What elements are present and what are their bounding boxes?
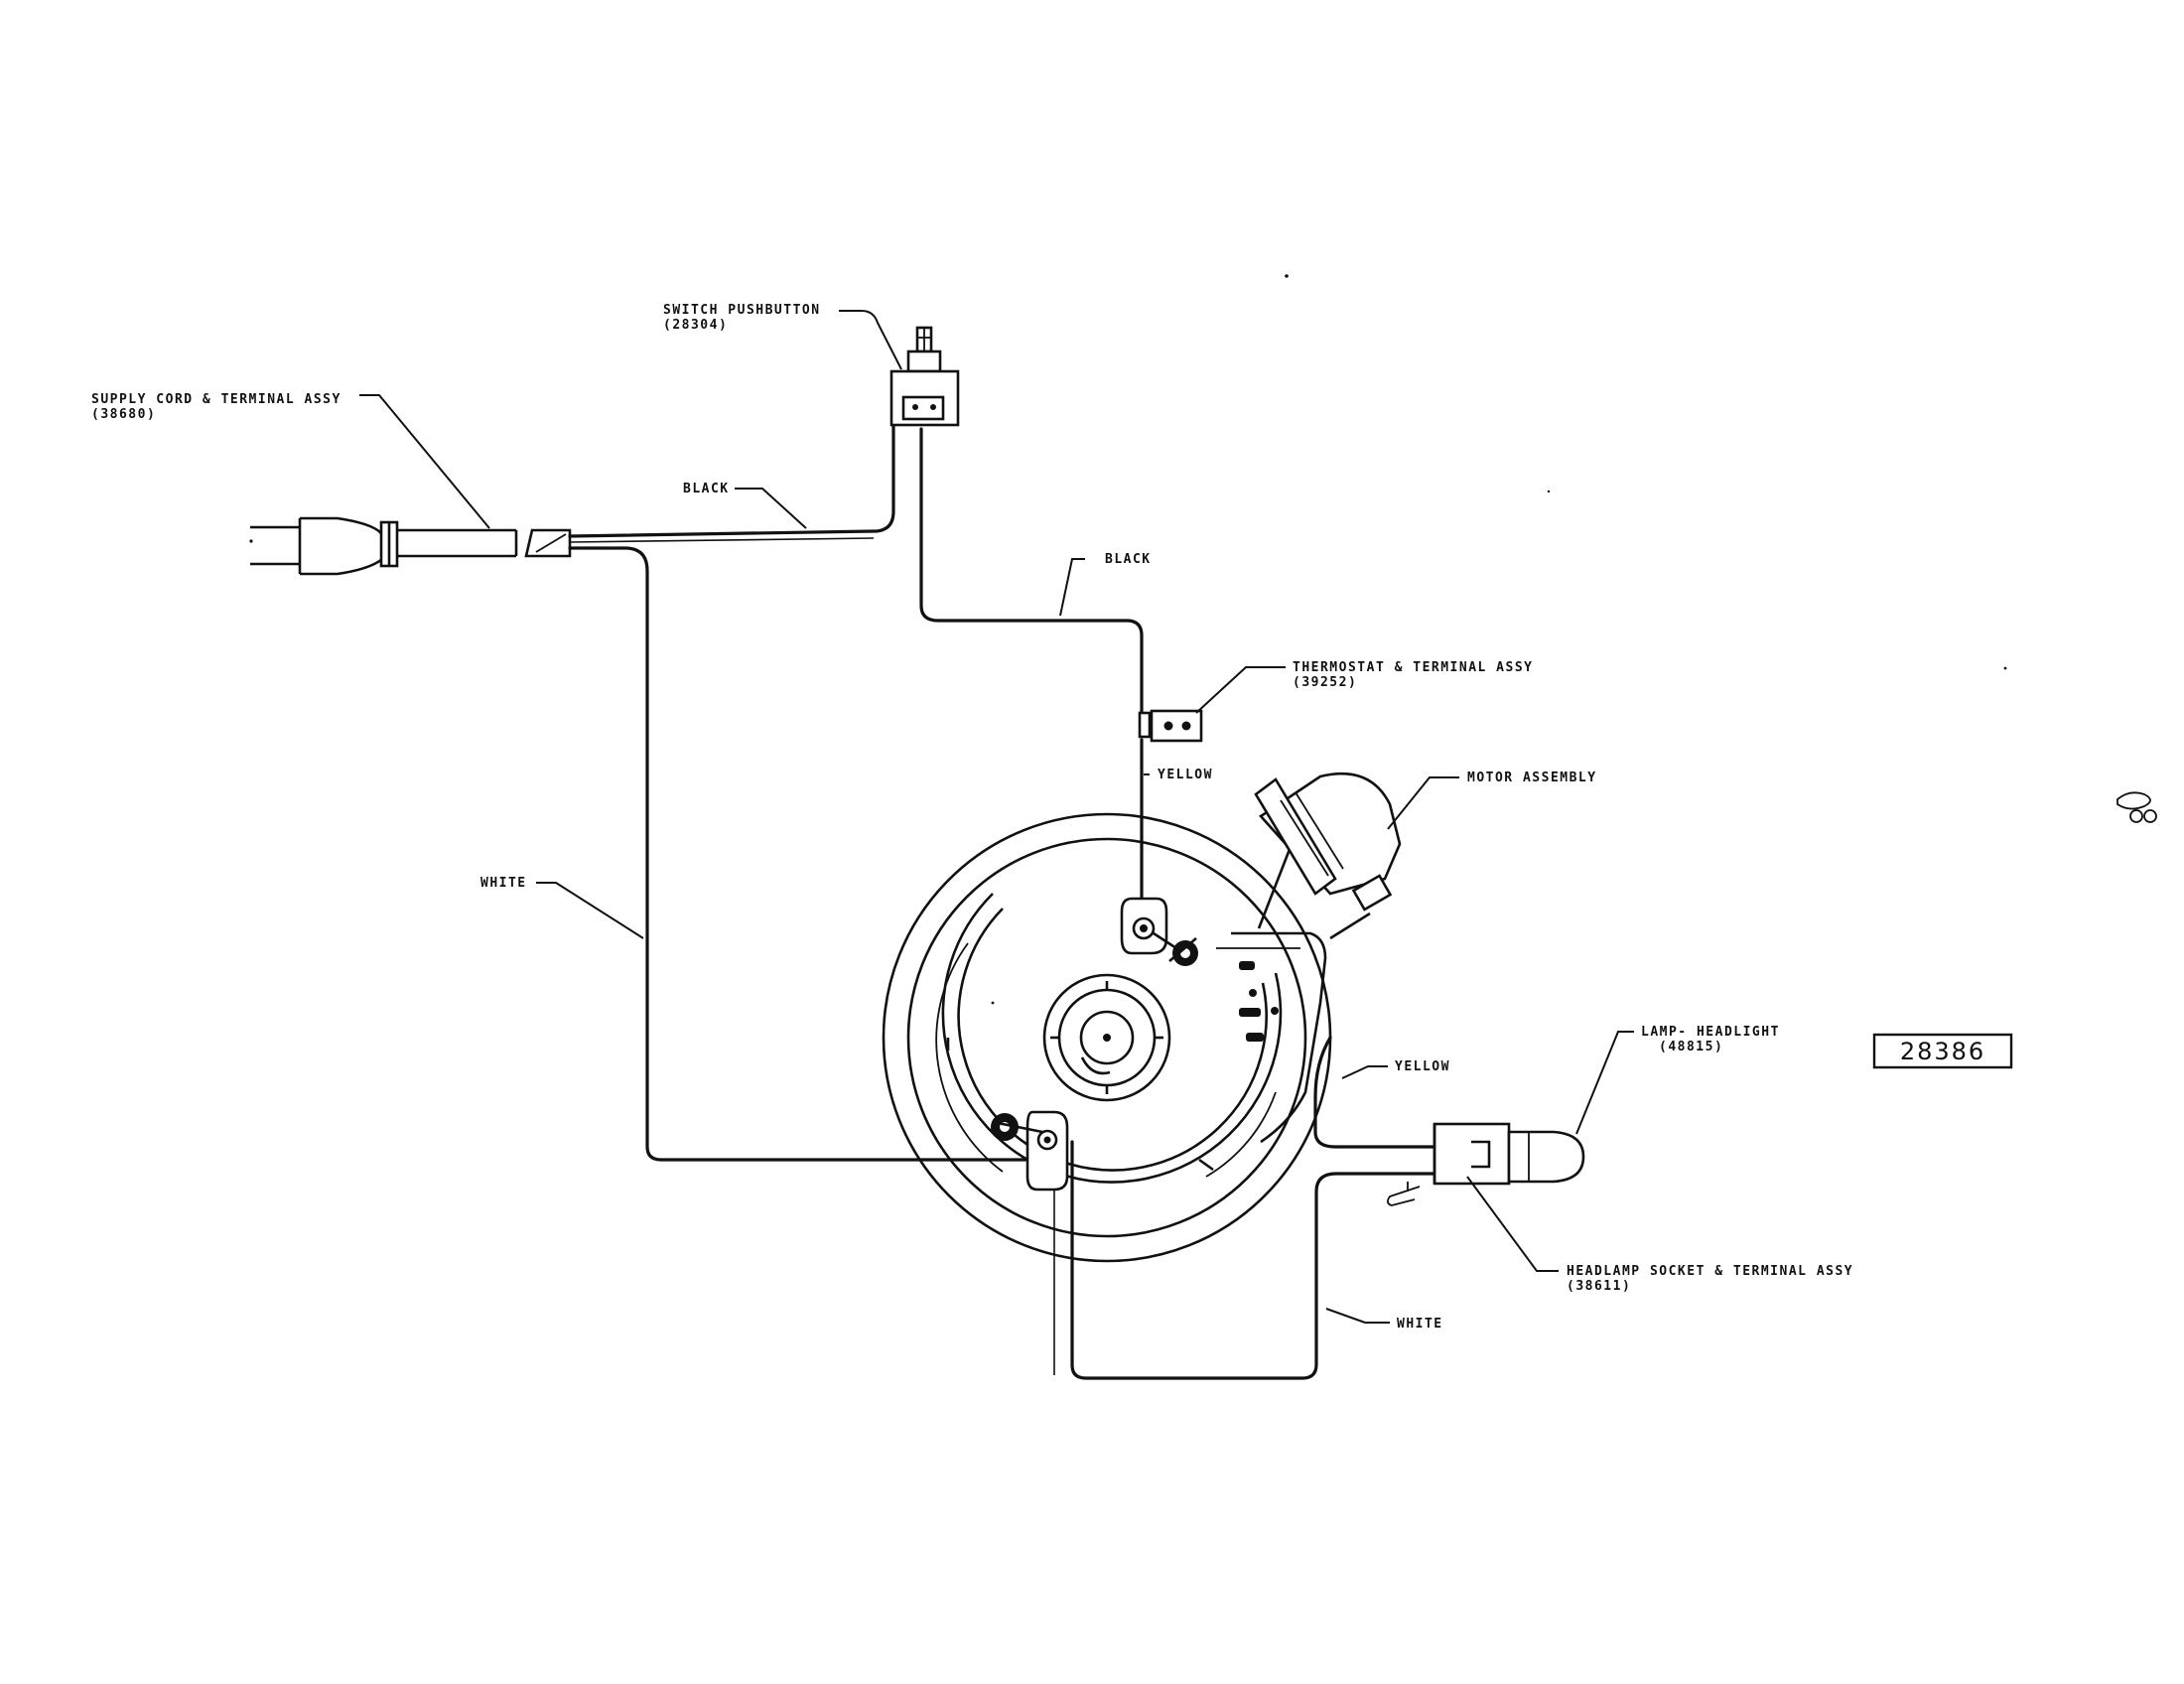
lamp-headlight-label: LAMP- HEADLIGHT xyxy=(1641,1025,1780,1040)
label-supply-cord: SUPPLY CORD & TERMINAL ASSY (38680) xyxy=(91,392,341,422)
wire-black-lower xyxy=(919,427,1144,717)
thermostat xyxy=(1138,709,1203,743)
motor-assembly xyxy=(1254,772,1402,940)
terminal-screw-lower xyxy=(991,1110,1069,1192)
thermostat-label: THERMOSTAT & TERMINAL ASSY xyxy=(1293,660,1534,675)
white-wire-label-1: WHITE xyxy=(480,876,527,891)
lamp-part-number: (48815) xyxy=(1659,1040,1723,1054)
switch-label: SWITCH PUSHBUTTON xyxy=(663,303,821,318)
label-switch: SWITCH PUSHBUTTON (28304) xyxy=(663,303,821,333)
wire-white-lower xyxy=(1053,1140,1436,1380)
cord-break xyxy=(524,528,572,558)
drawing-number-box: 28386 xyxy=(1872,1033,2013,1069)
switch-pushbutton xyxy=(889,326,960,427)
power-plug xyxy=(250,516,518,576)
label-lamp: LAMP- HEADLIGHT (48815) xyxy=(1641,1025,1780,1054)
terminal-screw-upper xyxy=(1120,897,1198,966)
headlamp-socket-part-number: (38611) xyxy=(1567,1279,1631,1294)
headlamp-socket xyxy=(1387,1122,1511,1206)
motor-mount-plate xyxy=(1216,931,1327,1144)
switch-part-number: (28304) xyxy=(663,318,728,333)
wire-yellow-lower xyxy=(1313,1036,1436,1149)
headlamp-socket-label: HEADLAMP SOCKET & TERMINAL ASSY xyxy=(1567,1264,1853,1279)
white-wire-label-2: WHITE xyxy=(1397,1317,1443,1332)
scan-specks xyxy=(249,274,2157,1005)
motor-housing xyxy=(882,812,1332,1263)
wire-white-left xyxy=(568,546,1049,1162)
supply-cord-label: SUPPLY CORD & TERMINAL ASSY xyxy=(91,392,341,407)
motor-assembly-label: MOTOR ASSEMBLY xyxy=(1467,771,1597,785)
wire-black-upper xyxy=(568,425,895,543)
yellow-wire-label-1: YELLOW xyxy=(1158,768,1213,782)
thermostat-part-number: (39252) xyxy=(1293,675,1357,690)
lamp-headlight xyxy=(1507,1130,1585,1184)
drawing-number: 28386 xyxy=(1900,1038,1985,1065)
label-socket: HEADLAMP SOCKET & TERMINAL ASSY (38611) xyxy=(1567,1264,1853,1294)
label-thermostat: THERMOSTAT & TERMINAL ASSY (39252) xyxy=(1293,660,1534,690)
supply-cord-part-number: (38680) xyxy=(91,407,156,422)
black-wire-label-1: BLACK xyxy=(683,482,730,496)
yellow-wire-label-2: YELLOW xyxy=(1395,1059,1450,1074)
leader-lines xyxy=(359,310,1634,1324)
black-wire-label-2: BLACK xyxy=(1105,552,1152,567)
